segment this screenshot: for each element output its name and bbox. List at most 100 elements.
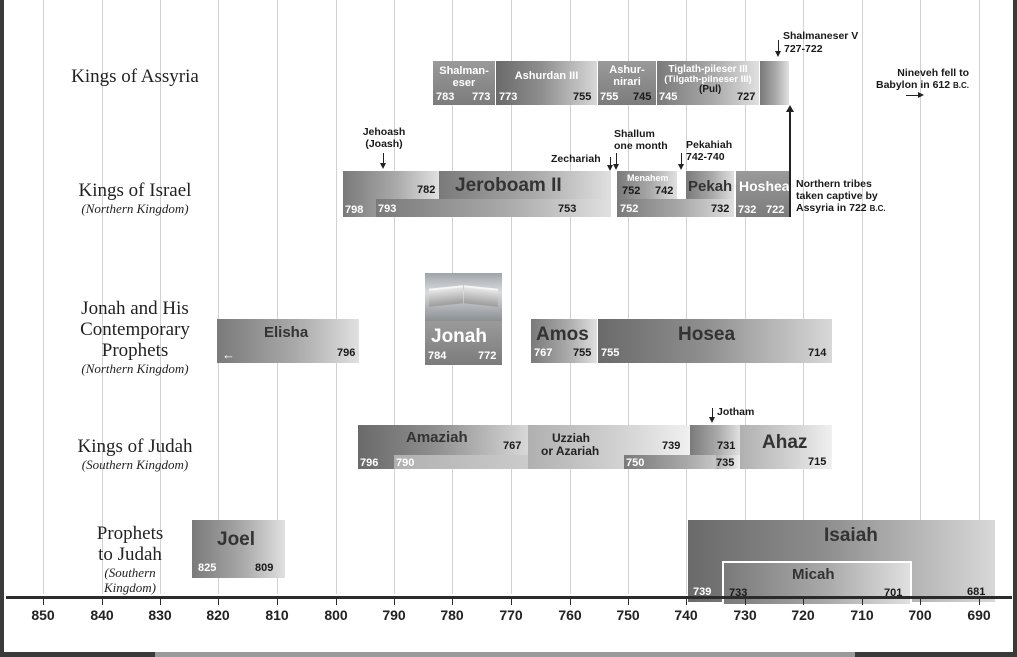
note-suffix: B.C. — [869, 204, 886, 213]
zechariah-label: Zechariah — [551, 153, 601, 165]
axis-tick — [686, 599, 687, 605]
row-subtitle: (Northern Kingdom) — [81, 361, 189, 376]
note-line: Jehoash — [362, 126, 406, 138]
row-subtitle: (Northern Kingdom) — [81, 201, 189, 216]
row-label-prophets-north: Jonah and His Contemporary Prophets (Nor… — [40, 298, 230, 376]
axis-tick-label: 770 — [499, 607, 523, 623]
bar-elisha: Elisha 796 ← — [217, 319, 359, 363]
bar-amos: Amos 767 755 — [531, 319, 597, 363]
bar-label: Micah — [792, 566, 835, 583]
shalmaneser-v-label: Shalmaneser V — [783, 30, 859, 42]
bar-jeroboam-lower: 793 753 — [376, 199, 611, 217]
year-end: 767 — [503, 440, 522, 452]
captivity-note: Northern tribes taken captive by Assyria… — [796, 178, 886, 215]
axis-tick-label: 810 — [265, 607, 289, 623]
note-line: 742-740 — [686, 151, 725, 163]
year-end: 722 — [766, 204, 785, 216]
nineveh-note: Nineveh fell to Babylon in 612 B.C. — [876, 67, 969, 92]
axis-tick — [920, 599, 921, 605]
year-start: 798 — [345, 204, 364, 216]
year-end: 714 — [808, 347, 827, 359]
year-start: 773 — [499, 91, 518, 103]
row-label-assyria: Kings of Assyria — [40, 66, 230, 87]
gridline — [803, 0, 804, 594]
year-start: 745 — [659, 91, 678, 103]
axis-tick — [979, 599, 980, 605]
row-title-line: Prophets — [101, 340, 169, 361]
axis-tick-label: 690 — [967, 607, 991, 623]
year-end: 745 — [633, 91, 652, 103]
bar-label: Joel — [217, 529, 256, 550]
row-label-judah: Kings of Judah (Southern Kingdom) — [40, 436, 230, 472]
row-title: Kings of Assyria — [71, 66, 199, 87]
axis-tick — [394, 599, 395, 605]
axis-tick-label: 720 — [791, 607, 815, 623]
year-end: 731 — [717, 440, 736, 452]
bar-tiglath-pileser: Tiglath-pileser III (Tilgath-pilneser II… — [657, 61, 759, 105]
row-title-line: Contemporary — [80, 319, 190, 340]
bar-label: Shalman- — [439, 65, 489, 77]
arrow-down-icon — [709, 408, 715, 423]
axis-tick — [277, 599, 278, 605]
gridline — [511, 0, 512, 594]
gridline — [862, 0, 863, 594]
arrow-down-icon — [678, 153, 684, 170]
axis-tick — [745, 599, 746, 605]
arrow-right-icon — [906, 95, 920, 96]
year-end: 715 — [808, 456, 827, 468]
bar-pekah: Pekah — [686, 171, 734, 199]
gridline — [43, 0, 44, 594]
year-end: 739 — [662, 440, 681, 452]
bar-joel: Joel 825 809 — [192, 520, 285, 578]
year-end: 796 — [337, 347, 356, 359]
bar-label: eser — [452, 77, 476, 89]
book-page-left — [429, 285, 463, 307]
gridline — [102, 0, 103, 594]
axis-tick — [160, 599, 161, 605]
bar-label: nirari — [613, 76, 641, 88]
bar-jotham: 731 — [690, 425, 740, 455]
year-start: 784 — [428, 350, 447, 362]
axis-tick-label: 830 — [148, 607, 172, 623]
axis-tick — [452, 599, 453, 605]
row-label-israel: Kings of Israel (Northern Kingdom) — [40, 180, 230, 216]
arrow-head — [918, 92, 924, 98]
note-suffix: B.C. — [953, 81, 970, 90]
axis-tick-label: 850 — [31, 607, 55, 623]
bar-ashurdan: Ashurdan III 773 755 — [496, 61, 597, 105]
note-line: Nineveh fell to — [897, 67, 970, 79]
row-title-line: to Judah — [98, 544, 162, 565]
row-label-prophets-judah: Prophets to Judah (Southern Kingdom) — [60, 523, 200, 595]
axis-tick-label: 780 — [440, 607, 464, 623]
row-subtitle-line: Kingdom) — [104, 580, 156, 595]
year-end: 755 — [573, 91, 592, 103]
axis-tick-label: 740 — [674, 607, 698, 623]
axis-tick-label: 750 — [616, 607, 640, 623]
gridline — [570, 0, 571, 594]
axis-tick-label: 790 — [382, 607, 406, 623]
row-subtitle: (Southern Kingdom) — [81, 457, 189, 472]
bar-jonah: Jonah 784 772 — [425, 321, 502, 365]
shalmaneser-v-years: 727-722 — [784, 43, 823, 55]
axis-tick — [628, 599, 629, 605]
gridline — [979, 0, 980, 594]
bar-label: Pekah — [688, 178, 733, 195]
row-title-line: Prophets — [96, 523, 164, 544]
axis-tick — [862, 599, 863, 605]
year-start: 825 — [198, 562, 217, 574]
bar-pekah-lower: 752 732 — [617, 199, 734, 217]
note-line: Shallum — [614, 128, 655, 140]
gridline — [160, 0, 161, 594]
year-start: 793 — [378, 203, 397, 215]
axis-tick — [570, 599, 571, 605]
year-end: 732 — [711, 203, 730, 215]
axis-tick-label: 800 — [324, 607, 348, 623]
note-line: Babylon in 612 B.C. — [876, 79, 969, 92]
pekahiah-note: Pekahiah 742-740 — [686, 139, 732, 163]
row-subtitle-line: (Southern — [104, 565, 156, 580]
time-axis — [6, 596, 1012, 599]
bar-ahaz: Ahaz 715 — [740, 425, 832, 469]
arrow-up-icon — [786, 105, 794, 112]
gridline — [920, 0, 921, 594]
axis-tick — [336, 599, 337, 605]
